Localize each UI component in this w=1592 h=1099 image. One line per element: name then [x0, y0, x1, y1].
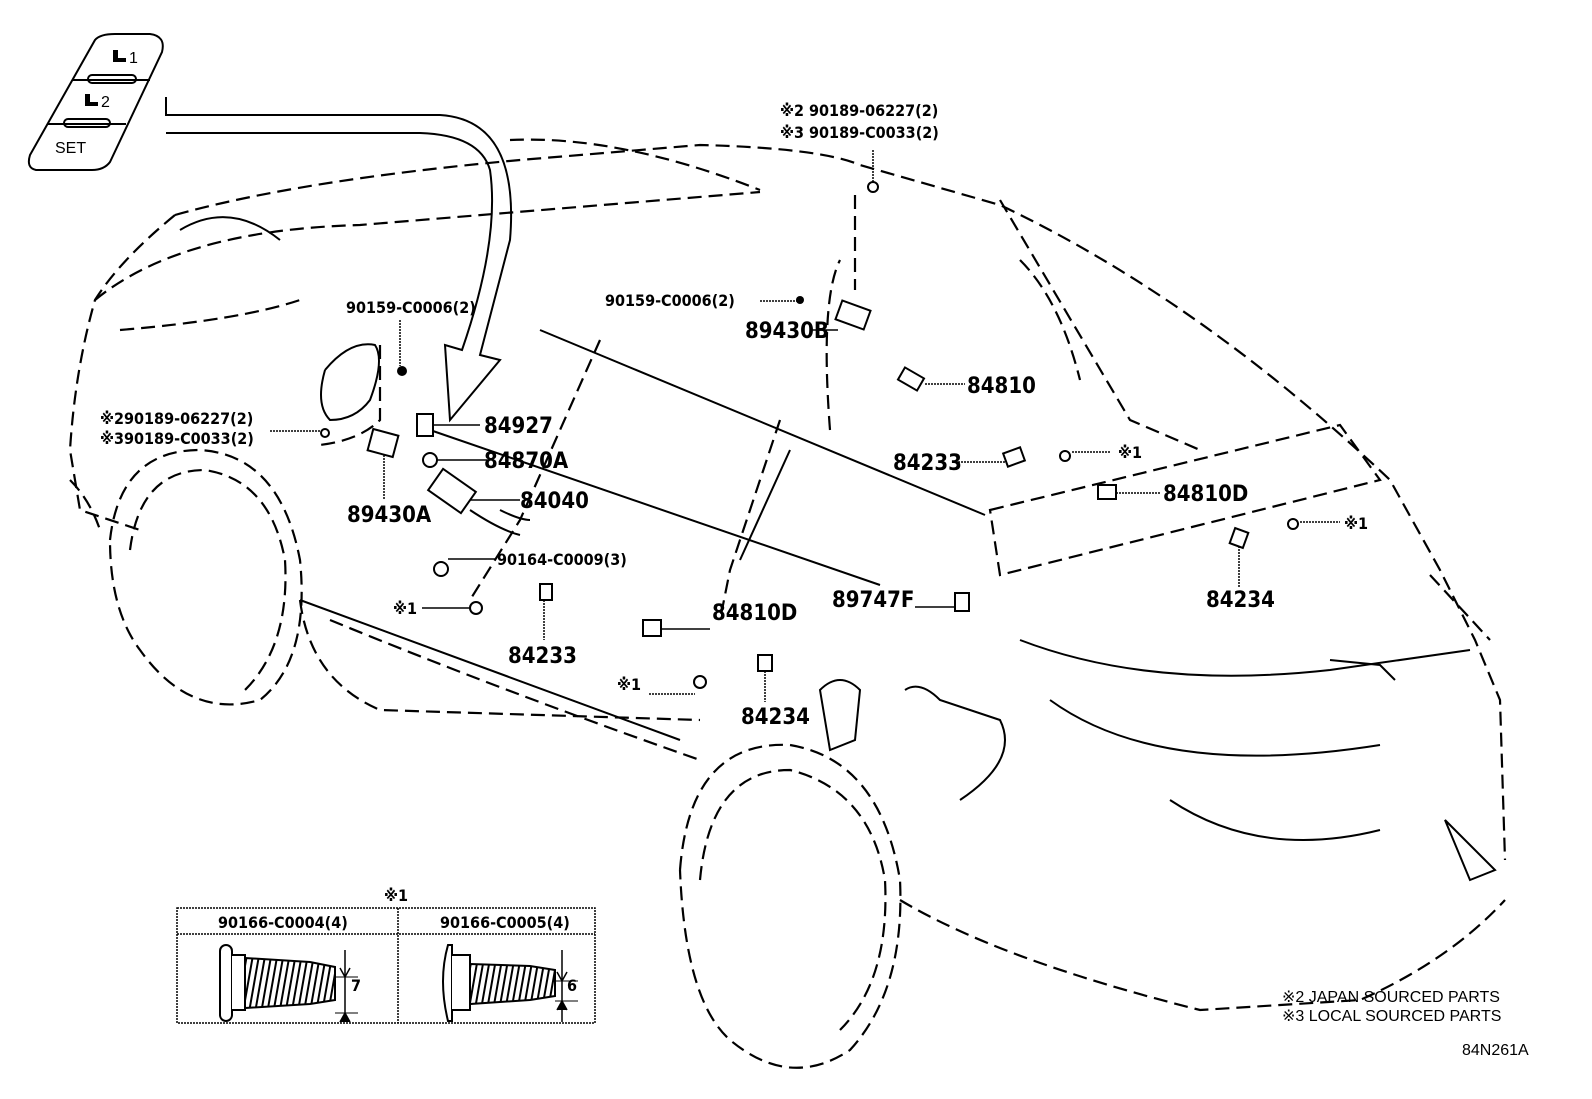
part-screw-left-a[interactable]	[469, 601, 483, 615]
part-84233-left[interactable]	[539, 583, 553, 601]
callout-84870A[interactable]: 84870A	[484, 449, 569, 474]
part-84810D-left[interactable]	[642, 619, 662, 637]
callout-90159-C0006-left[interactable]: 90159-C0006(2)	[346, 298, 476, 317]
leader-lines	[270, 150, 1340, 702]
screw-table-ref: ※1	[384, 886, 408, 905]
screw-part-90166-C0004[interactable]: 90166-C0004(4)	[218, 913, 348, 932]
screw-part-90166-C0005[interactable]: 90166-C0005(4)	[440, 913, 570, 932]
screw-drawing-90166-C0004: 7	[219, 944, 361, 1023]
callout-90159-C0006-right[interactable]: 90159-C0006(2)	[605, 291, 735, 310]
part-screw-right-a[interactable]	[1059, 450, 1071, 462]
seat-memory-1-button[interactable]: 1	[113, 50, 138, 67]
button-1-label: 1	[129, 50, 138, 67]
part-84234-right[interactable]	[1228, 526, 1250, 550]
button-2-label: 2	[101, 94, 110, 111]
seat-icon	[113, 50, 126, 62]
callout-90189-C0033-top[interactable]: ※3 90189-C0033(2)	[780, 123, 939, 142]
callout-90164-C0009[interactable]: 90164-C0009(3)	[497, 550, 627, 569]
part-screw-left-top[interactable]	[397, 366, 407, 376]
callout-84234-right[interactable]: 84234	[1206, 588, 1275, 613]
part-90164[interactable]	[433, 561, 449, 577]
callout-90189-06227-top[interactable]: ※2 90189-06227(2)	[780, 101, 938, 120]
part-84233-right[interactable]	[1001, 446, 1027, 468]
part-84927[interactable]	[416, 413, 434, 437]
vehicle-outline	[68, 138, 1507, 1069]
callout-89430B[interactable]: 89430B	[745, 319, 829, 344]
legend-japan-sourced: ※2 JAPAN SOURCED PARTS	[1282, 989, 1500, 1006]
memory-switch-panel: 1 2 SET	[27, 33, 164, 171]
part-screw-left-b[interactable]	[693, 675, 707, 689]
callout-89747F[interactable]: 89747F	[832, 588, 914, 613]
screw-table: ※1 90166-C0004(4) 90166-C0005(4) 7	[176, 886, 596, 1024]
part-screw-right-b[interactable]	[1287, 518, 1299, 530]
part-89430A[interactable]	[366, 427, 400, 459]
callout-84234-left[interactable]: 84234	[741, 705, 810, 730]
callout-ref1-left-b[interactable]: ※1	[617, 675, 641, 694]
part-84040[interactable]	[426, 467, 478, 515]
callout-ref1-right-b[interactable]: ※1	[1344, 514, 1368, 533]
callout-84810D-right[interactable]: 84810D	[1163, 482, 1248, 507]
callout-84233-left[interactable]: 84233	[508, 644, 577, 669]
part-screw-top[interactable]	[853, 181, 879, 290]
screw-dimension-7: 7	[351, 976, 361, 995]
part-84810D-right[interactable]	[1097, 484, 1117, 500]
callout-90189-C0033-left[interactable]: ※390189-C0033(2)	[100, 429, 254, 448]
part-84810[interactable]	[896, 366, 926, 392]
callout-84040[interactable]: 84040	[520, 489, 589, 514]
part-84870A[interactable]	[422, 452, 438, 468]
part-89430B[interactable]	[834, 299, 872, 331]
callout-84810[interactable]: 84810	[967, 374, 1036, 399]
legend-local-sourced: ※3 LOCAL SOURCED PARTS	[1282, 1008, 1501, 1025]
part-screw-89430B[interactable]	[796, 296, 804, 304]
set-button-label[interactable]: SET	[55, 140, 86, 157]
diagram-code: 84N261A	[1462, 1042, 1529, 1059]
callout-84810D-left[interactable]: 84810D	[712, 601, 797, 626]
part-screw-mirror[interactable]	[320, 428, 330, 438]
callout-84233-right[interactable]: 84233	[893, 451, 962, 476]
seat-icon	[85, 94, 98, 106]
detail-arrow	[165, 97, 513, 423]
callout-89430A[interactable]: 89430A	[347, 503, 432, 528]
callout-ref1-right-a[interactable]: ※1	[1118, 443, 1142, 462]
screw-dimension-6: 6	[567, 976, 577, 995]
callout-ref1-left-a[interactable]: ※1	[393, 599, 417, 618]
callout-90189-06227-left[interactable]: ※290189-06227(2)	[100, 409, 253, 428]
seat-memory-2-button[interactable]: 2	[85, 94, 110, 111]
callout-84927[interactable]: 84927	[484, 414, 553, 439]
part-89747F[interactable]	[954, 592, 970, 612]
part-84234-left[interactable]	[757, 654, 773, 672]
screw-drawing-90166-C0005: 6	[442, 944, 578, 1022]
